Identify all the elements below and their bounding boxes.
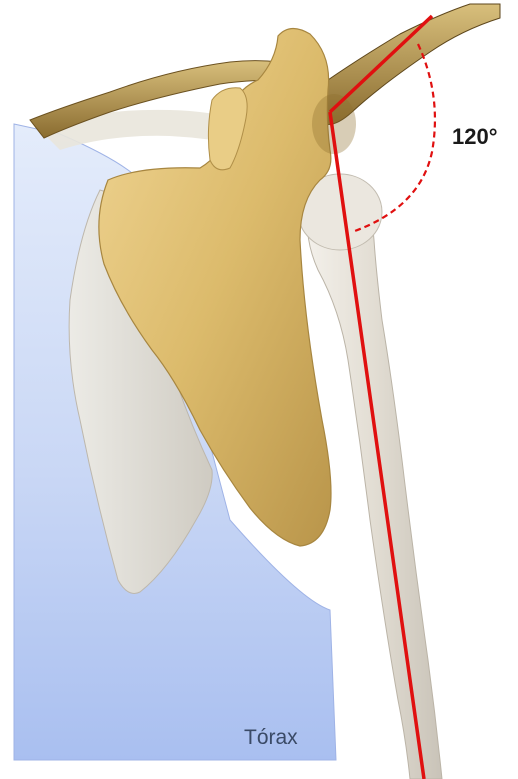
thorax-label: Tórax [244,726,298,750]
arm-axis-line [330,16,432,112]
angle-label: 120° [452,124,498,150]
